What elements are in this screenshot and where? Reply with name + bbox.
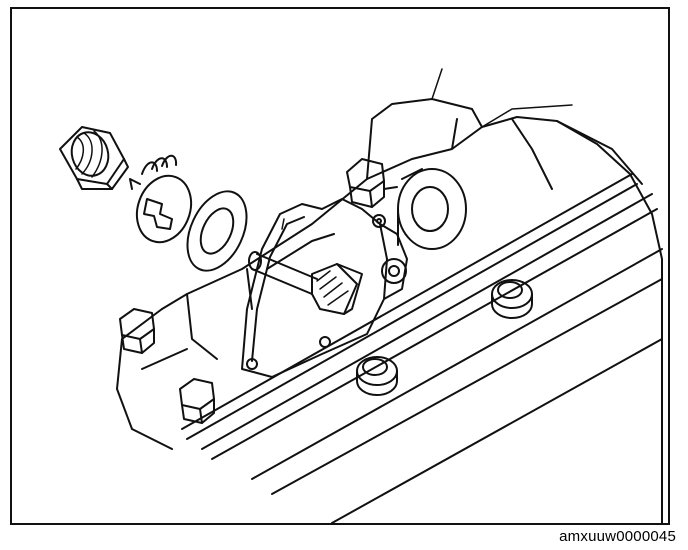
pan-bolt — [356, 356, 398, 396]
housing-boss — [397, 168, 467, 250]
case-bolt — [346, 158, 398, 208]
manual-shaft — [248, 251, 363, 315]
transmission-case — [116, 68, 663, 523]
case-bolt — [119, 308, 155, 354]
pan-flange — [181, 173, 663, 523]
assembly-drawing — [59, 68, 663, 523]
hex-nut — [59, 126, 129, 190]
lock-washer — [129, 154, 193, 244]
illustration-frame — [10, 7, 670, 525]
washer — [186, 190, 248, 272]
pan-bolt — [491, 279, 533, 319]
case-bolts — [119, 158, 398, 424]
inhibitor-switch — [241, 198, 408, 378]
pan-bolts — [356, 279, 533, 396]
figure-code: amxuuw0000045 — [559, 528, 676, 545]
case-bolt — [179, 378, 215, 424]
